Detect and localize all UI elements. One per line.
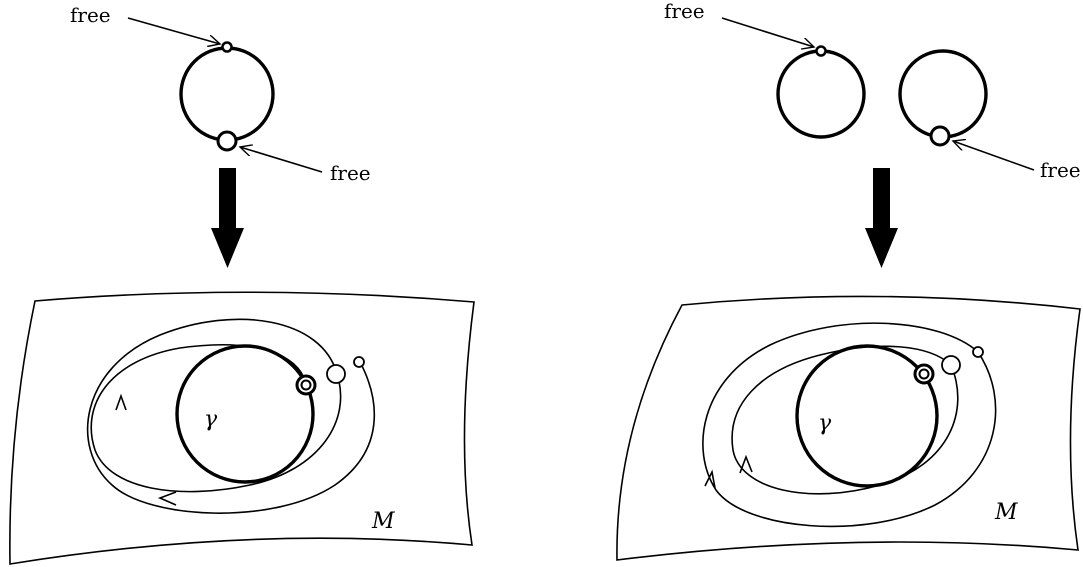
right-source-loop-2 (898, 49, 988, 139)
right-map-arrow (865, 168, 898, 268)
left-map-arrow (211, 168, 244, 268)
left-free-arrow-top (127, 17, 220, 44)
right-basepoint-inner (918, 368, 930, 380)
right-gamma-label: γ (818, 411, 832, 436)
right-bottom-free-point (929, 125, 951, 147)
left-free-label-bottom: free (330, 161, 371, 185)
right-orientation-arrow-2 (739, 454, 753, 474)
right-free-arrow-top (721, 17, 814, 47)
left-gamma-curve (175, 344, 315, 484)
left-basepoint-inner (300, 379, 312, 391)
left-orientation-arrow-2 (157, 491, 177, 506)
left-large-image-point (326, 364, 346, 384)
left-panel: free free γ M (9, 3, 475, 565)
left-manifold-label: M (371, 509, 395, 534)
left-manifold-sheet (9, 291, 475, 565)
right-orientation-arrow-1 (704, 469, 716, 489)
left-free-arrow-bottom (240, 147, 323, 173)
left-gamma-label: γ (204, 407, 218, 432)
left-orientation-arrow-1 (115, 393, 127, 411)
right-source-loop-1 (776, 49, 866, 139)
right-small-image-point (972, 346, 984, 358)
right-loop-inner (731, 345, 959, 495)
right-free-label-top: free (664, 0, 705, 23)
right-loop-outer (702, 322, 997, 528)
left-loop-outer-arc (86, 318, 375, 514)
left-loop-inner-arc (90, 344, 342, 493)
right-panel: free free γ M (616, 0, 1081, 561)
left-top-free-point (221, 41, 233, 53)
right-top-free-point (815, 45, 827, 57)
left-source-loop (179, 46, 275, 142)
left-free-label-top: free (70, 3, 111, 27)
right-free-arrow-bottom (953, 141, 1035, 171)
right-manifold-sheet (616, 295, 1081, 561)
right-large-image-point (941, 355, 961, 375)
left-bottom-free-point (216, 130, 238, 152)
right-free-label-bottom: free (1040, 158, 1081, 182)
right-gamma-curve (795, 344, 939, 488)
left-small-image-point (353, 356, 365, 368)
right-manifold-label: M (994, 500, 1018, 525)
